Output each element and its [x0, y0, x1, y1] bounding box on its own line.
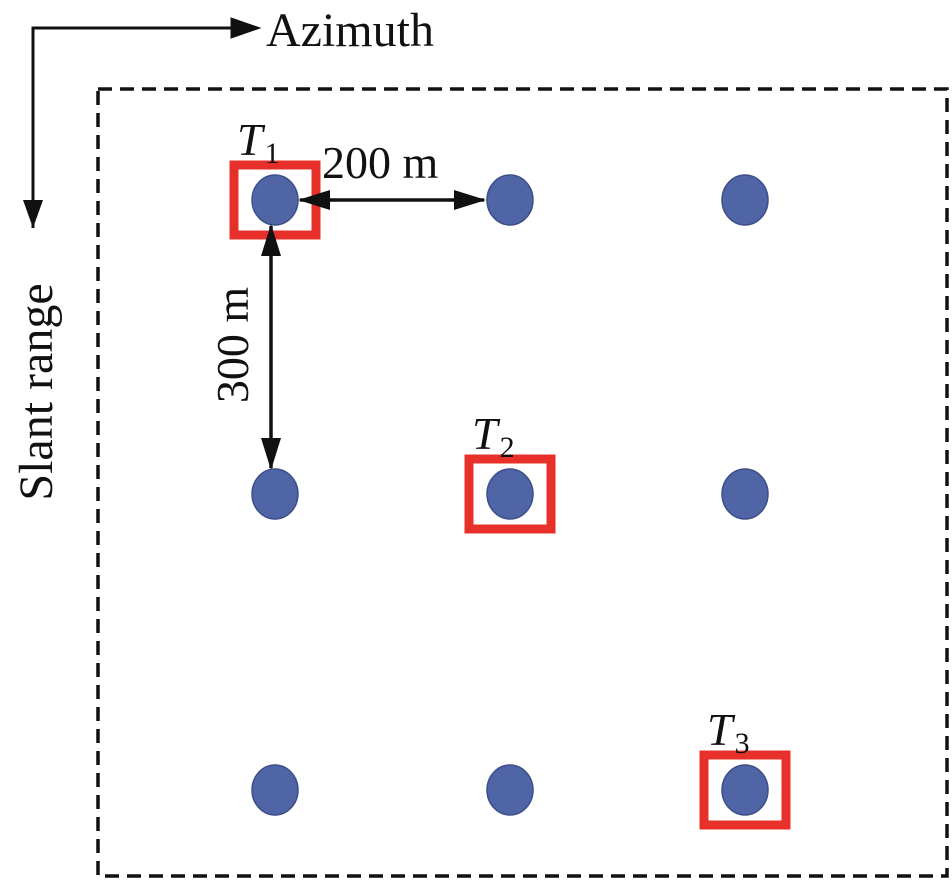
- point-target: [721, 764, 769, 816]
- slant-range-label: Slant range: [10, 283, 63, 500]
- range-arrowhead: [23, 200, 43, 228]
- azimuth-spacing-label: 200 m: [322, 137, 439, 188]
- point-target: [486, 174, 534, 226]
- spacing-annotations: 200 m 300 m: [207, 137, 486, 470]
- point-target: [721, 468, 769, 520]
- target-label: T3: [707, 704, 750, 760]
- scene-frame: [96, 87, 949, 878]
- target-label: T1: [237, 114, 280, 170]
- target-box: [464, 454, 556, 534]
- target-box: [699, 750, 791, 830]
- axis-arrows: Azimuth Slant range: [10, 4, 434, 501]
- point-target: [721, 174, 769, 226]
- point-target: [486, 468, 534, 520]
- target-label: T2: [472, 408, 515, 464]
- azimuth-label: Azimuth: [266, 4, 434, 57]
- azimuth-arrowhead: [230, 17, 262, 39]
- range-spacing-label: 300 m: [207, 287, 258, 404]
- point-target: [251, 174, 299, 226]
- point-target: [251, 468, 299, 520]
- axis-lines: [31, 26, 258, 228]
- point-target: [251, 764, 299, 816]
- point-target: [486, 764, 534, 816]
